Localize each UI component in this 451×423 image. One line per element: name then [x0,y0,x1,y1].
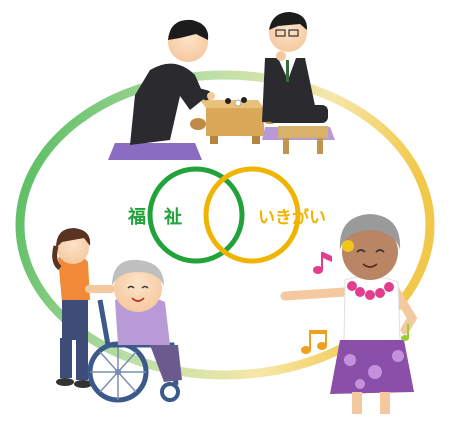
caregiver-wheelchair-illustration [52,228,182,403]
venn-label-ikigai: いきがい [258,207,326,228]
go-game-players-illustration [108,12,335,160]
outer-ring [15,70,435,380]
venn-circle-welfare [147,166,245,264]
music-note-icon [313,252,332,274]
hula-grandmother-illustration [280,214,418,414]
venn-circle-ikigai [203,166,301,264]
venn-diagram: 福 祉 いきがい [127,166,326,264]
venn-label-welfare: 福 祉 [127,206,182,228]
music-note-icon [401,324,409,341]
music-note-icon [301,330,327,354]
